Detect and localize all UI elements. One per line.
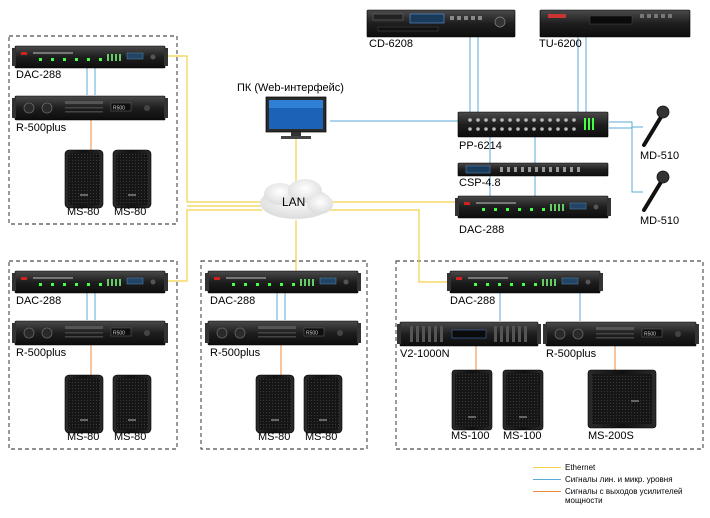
pp-6214-label: PP-6214 (459, 140, 502, 152)
legend-ethernet-label: Ethernet (565, 463, 596, 472)
microphone-bottom (642, 170, 670, 212)
bm-dac-label: DAC-288 (210, 295, 256, 307)
dac-288-center-label: DAC-288 (459, 224, 505, 236)
ms-100-speaker-1 (451, 369, 493, 431)
legend-signal-swatch (533, 479, 561, 480)
pc-label: ПК (Web-интерфейс) (237, 82, 344, 94)
signal-lines (86, 36, 643, 321)
r-500plus-unit-bm (204, 320, 362, 346)
tu-6200-label: TU-6200 (539, 38, 582, 50)
dac-288-center-unit (454, 195, 612, 219)
ms-80-speaker-tl-1 (64, 149, 104, 209)
r-500plus-unit-br (542, 321, 700, 347)
md-510-top-label: MD-510 (640, 150, 680, 162)
bm-spk1-label: MS-80 (258, 431, 291, 443)
ms-80-speaker-bl-1 (64, 374, 104, 434)
zone-frame-bottom-left (8, 260, 178, 450)
csp-4-8-unit (457, 162, 609, 177)
cd-6208-label: CD-6208 (369, 38, 414, 50)
tu-6200-unit (539, 9, 691, 38)
ms-200s-subwoofer (587, 369, 657, 429)
ms-80-speaker-bl-2 (112, 374, 152, 434)
dac-288-unit-bm (204, 270, 362, 294)
br-spk2-label: MS-100 (503, 430, 542, 442)
tl-spk1-label: MS-80 (67, 206, 100, 218)
v2-1000n-unit (397, 321, 541, 347)
r-500plus-unit-tl (11, 95, 169, 121)
dac-288-unit-bl (11, 270, 169, 294)
lan-cloud (260, 179, 333, 219)
tl-spk2-label: MS-80 (114, 206, 147, 218)
ethernet-lines (163, 55, 456, 283)
bm-amp-label: R-500plus (210, 347, 261, 359)
bl-dac-label: DAC-288 (16, 295, 62, 307)
ms-100-speaker-2 (502, 369, 544, 431)
bl-spk1-label: MS-80 (67, 431, 100, 443)
csp-4-8-label: CSP-4.8 (459, 177, 501, 189)
amp-output-lines (90, 120, 616, 375)
br-spk3-label: MS-200S (588, 430, 634, 442)
br-spk1-label: MS-100 (451, 430, 490, 442)
r-500plus-unit-bl (11, 320, 169, 346)
ms-80-speaker-tl-2 (112, 149, 152, 209)
legend-amp-swatch (533, 491, 561, 492)
legend-signal-label: Сигналы лин. и микр. уровня (565, 475, 673, 484)
ms-80-speaker-bm-2 (303, 374, 343, 434)
pc-monitor (265, 96, 327, 139)
zone-frame-top-left (8, 35, 178, 225)
bl-spk2-label: MS-80 (114, 431, 147, 443)
pp-6214-unit (457, 111, 609, 138)
br-dac-label: DAC-288 (450, 295, 496, 307)
dac-288-unit-br (446, 270, 604, 294)
zone-frame-bottom-middle (200, 260, 368, 450)
legend-ethernet-swatch (533, 467, 561, 468)
bl-amp-label: R-500plus (16, 347, 67, 359)
md-510-bottom-label: MD-510 (640, 215, 680, 227)
br-amp2-label: R-500plus (546, 348, 597, 360)
br-amp1-label: V2-1000N (400, 348, 450, 360)
ms-80-speaker-bm-1 (255, 374, 295, 434)
tl-dac-label: DAC-288 (16, 69, 62, 81)
lan-label: LAN (282, 195, 306, 209)
tl-amp-label: R-500plus (16, 122, 67, 134)
legend-amp-label: Сигналы с выходов усилителей мощности (565, 487, 683, 505)
zone-frame-bottom-right (395, 260, 704, 450)
dac-288-unit-tl (11, 45, 169, 69)
bm-spk2-label: MS-80 (305, 431, 338, 443)
microphone-top (642, 105, 670, 147)
cd-6208-unit (366, 9, 516, 38)
